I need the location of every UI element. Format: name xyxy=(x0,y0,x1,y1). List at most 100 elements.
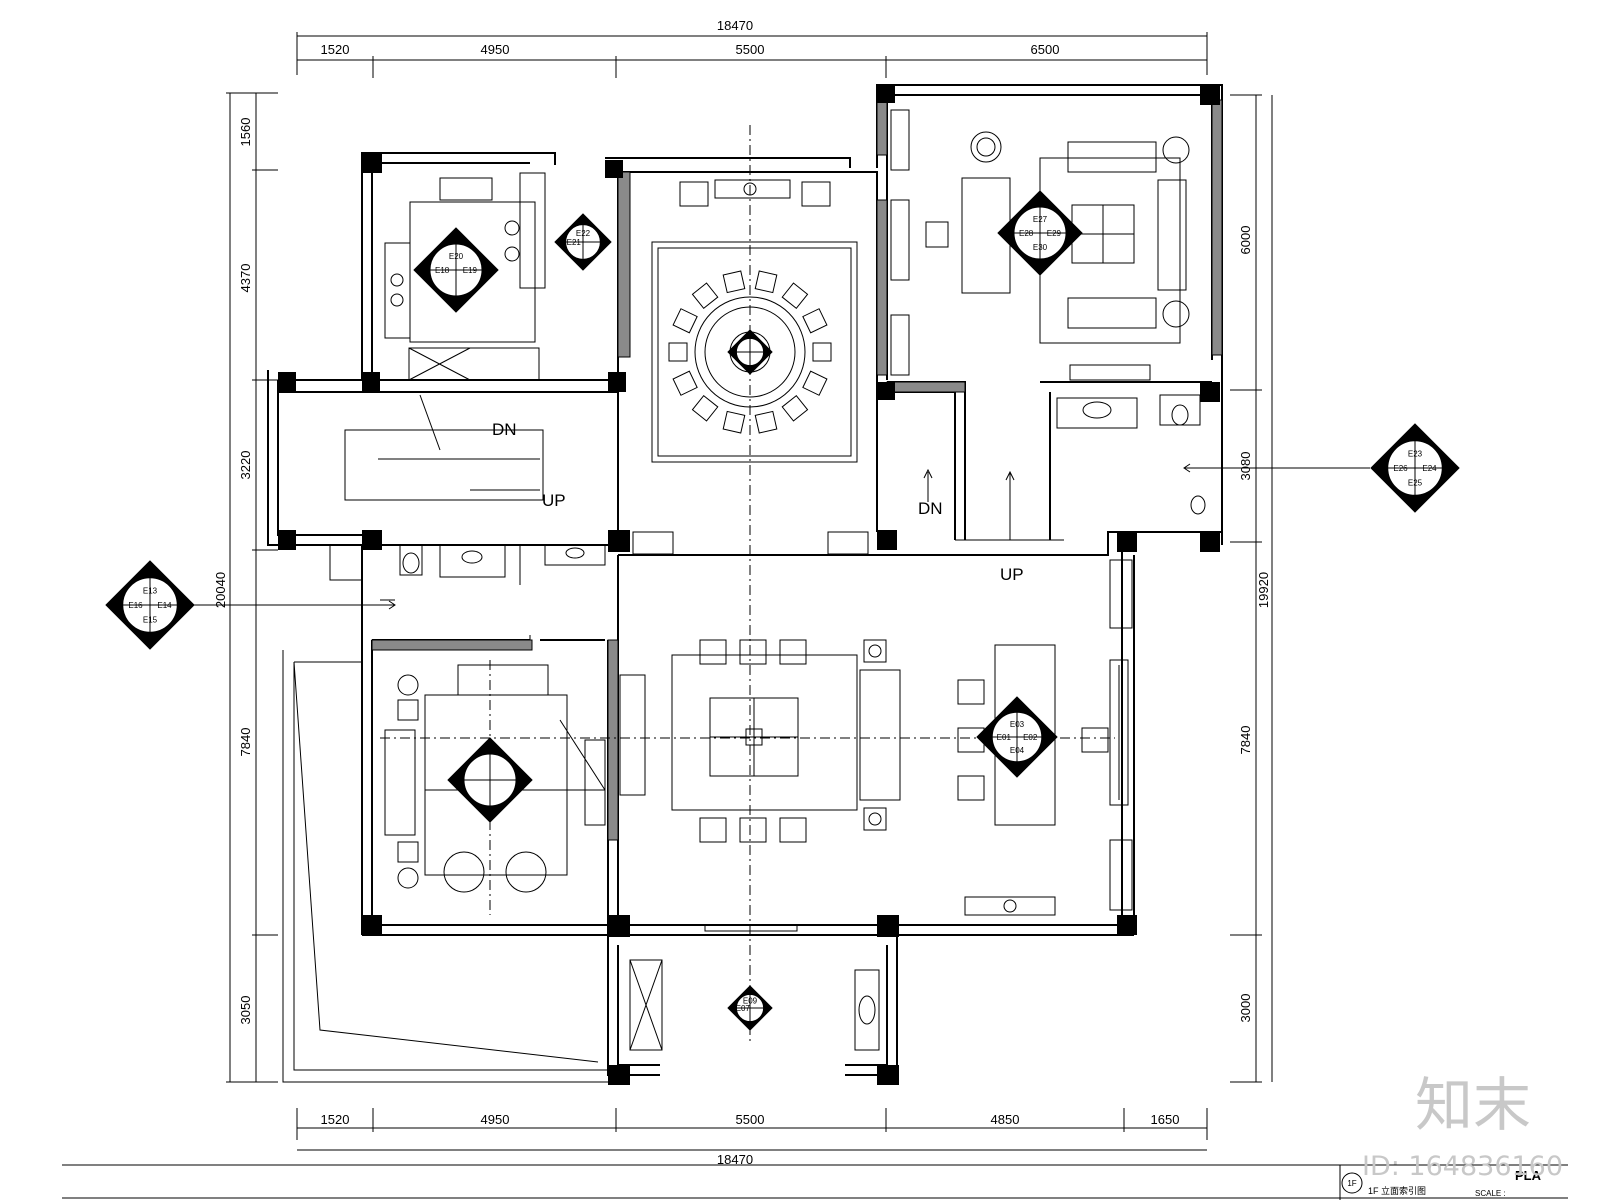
lounge-index-marker xyxy=(447,737,533,823)
top-dim-3: 5500 xyxy=(736,42,765,57)
stair-left-dn-label: DN xyxy=(492,420,517,439)
index-marker-tag: E21 xyxy=(567,238,582,247)
index-marker-tag: E27 xyxy=(1033,215,1048,224)
watermark-brand: 知末 xyxy=(1415,1071,1531,1139)
dining-chair xyxy=(812,342,832,362)
dining-room xyxy=(651,179,858,463)
right-dim-3: 7840 xyxy=(1238,726,1253,755)
index-marker-tag: E02 xyxy=(1023,733,1038,742)
dining-chair xyxy=(722,410,746,434)
dining-chair xyxy=(802,308,828,334)
right-dim-2: 3080 xyxy=(1238,452,1253,481)
top-dimension-chain: 18470 1520 4950 5500 6500 xyxy=(296,18,1208,78)
index-marker-tag: E03 xyxy=(1010,720,1025,729)
left-dim-3: 3220 xyxy=(238,451,253,480)
left-dimension-chain: 1560 4370 3220 7840 3050 20040 xyxy=(213,92,278,1083)
watermark: 知末 ID: 164836160 xyxy=(1362,1071,1563,1182)
kitchen xyxy=(384,172,546,381)
bottom-dimension-chain: 1520 4950 5500 4850 1650 18470 xyxy=(296,1108,1208,1167)
dining-chair xyxy=(781,394,809,422)
index-marker-tag: E19 xyxy=(463,266,478,275)
stairs-right: DN UP xyxy=(918,468,1024,584)
stair-right-up-label: UP xyxy=(1000,565,1024,584)
title-block: 1F 1F 立面索引图 PLA SCALE : xyxy=(62,1164,1568,1200)
dining-chair xyxy=(672,370,698,396)
dining-chair xyxy=(691,282,719,310)
sheet-badge-circle xyxy=(1341,1172,1363,1194)
top-total-dim: 18470 xyxy=(717,18,753,33)
index-marker-tag: E26 xyxy=(1393,464,1408,473)
right-dim-1: 6000 xyxy=(1238,226,1253,255)
wc-area xyxy=(380,531,869,601)
bottom-dim-3: 5500 xyxy=(736,1112,765,1127)
living-chair xyxy=(699,817,727,843)
dining-chair xyxy=(802,370,828,396)
index-marker-tag: E01 xyxy=(997,733,1012,742)
index-marker-tag: E24 xyxy=(1422,464,1437,473)
index-marker-tag: E04 xyxy=(1010,746,1025,755)
index-marker-tag: E23 xyxy=(1408,449,1423,458)
left-dim-4: 7840 xyxy=(238,728,253,757)
index-marker-tag: E15 xyxy=(143,616,158,625)
index-marker-tag: E18 xyxy=(435,266,450,275)
index-marker-tag: E29 xyxy=(1047,229,1062,238)
title-abbrev: PLA xyxy=(1515,1168,1542,1183)
dining-chair xyxy=(781,282,809,310)
bottom-dim-1: 1520 xyxy=(321,1112,350,1127)
right-total-dim: 19920 xyxy=(1256,572,1271,608)
dining-chair xyxy=(722,270,746,294)
living-chair xyxy=(699,639,727,665)
living-chair xyxy=(779,639,807,665)
dining-chair xyxy=(754,270,778,294)
stair-right-dn-label: DN xyxy=(918,499,943,518)
scale-label: SCALE : xyxy=(1475,1189,1506,1198)
index-marker-tag: E13 xyxy=(143,586,158,595)
index-marker-tag: E30 xyxy=(1033,243,1048,252)
left-total-dim: 20040 xyxy=(213,572,228,608)
top-dim-4: 6500 xyxy=(1031,42,1060,57)
top-dim-1: 1520 xyxy=(321,42,350,57)
bottom-dim-4: 4850 xyxy=(991,1112,1020,1127)
index-marker-tag: E20 xyxy=(449,252,464,261)
tea-room xyxy=(890,109,1206,515)
stairs-left: DN UP xyxy=(344,394,566,510)
left-dim-5: 3050 xyxy=(238,996,253,1025)
sheet-badge: 1F xyxy=(1347,1179,1356,1188)
index-marker-tag: E25 xyxy=(1408,479,1423,488)
living-chair xyxy=(739,639,767,665)
index-marker-tag: E14 xyxy=(157,601,172,610)
structural-columns xyxy=(278,85,1220,1085)
lounge xyxy=(384,664,606,893)
index-marker-tag: E09 xyxy=(743,997,758,1006)
living-chair xyxy=(957,775,985,801)
dining-index-marker xyxy=(727,329,773,375)
dining-chairs xyxy=(668,270,832,434)
marker-leaders xyxy=(193,463,1370,610)
index-marker-tag: E16 xyxy=(128,601,143,610)
dining-chair xyxy=(691,394,719,422)
index-marker-tag: E28 xyxy=(1019,229,1034,238)
right-dim-4: 3000 xyxy=(1238,994,1253,1023)
bottom-total-dim: 18470 xyxy=(717,1152,753,1167)
sheet-caption: 1F 立面索引图 xyxy=(1368,1185,1426,1196)
bottom-dim-2: 4950 xyxy=(481,1112,510,1127)
right-dimension-chain: 6000 3080 7840 3000 19920 xyxy=(1230,94,1273,1083)
stair-left-up-label: UP xyxy=(542,491,566,510)
living-chair xyxy=(957,679,985,705)
living-room xyxy=(619,559,1133,932)
left-dim-1: 1560 xyxy=(238,118,253,147)
entrance-porch xyxy=(629,959,880,1051)
living-chair xyxy=(1081,727,1109,753)
dining-chair xyxy=(754,410,778,434)
bottom-dim-5: 1650 xyxy=(1151,1112,1180,1127)
